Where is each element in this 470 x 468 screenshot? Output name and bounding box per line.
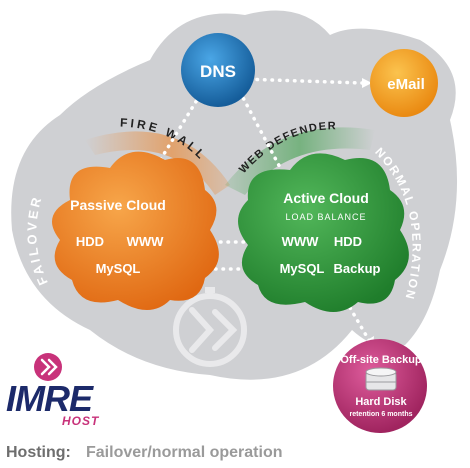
caption-label: Hosting: <box>6 444 71 461</box>
caption: Hosting: Failover/normal operation <box>6 444 282 461</box>
active-cloud-title: Active Cloud <box>283 190 369 206</box>
offsite-retention-label: retention 6 months <box>349 411 412 418</box>
active-cloud: Active Cloud LOAD BALANCE WWW HDD MySQL … <box>238 153 409 312</box>
dns-email-link <box>240 77 364 85</box>
logo-mark-icon <box>34 353 62 381</box>
dns-passive-link <box>143 93 202 187</box>
active-cloud-subtitle: LOAD BALANCE <box>285 212 366 222</box>
active-backup-label: Backup <box>334 261 381 276</box>
imre-logo: IMRE HOST <box>6 353 100 428</box>
offsite-backup-node: Off-site Backup Hard Disk retention 6 mo… <box>333 339 427 433</box>
passive-cloud: Passive Cloud HDD WWW MySQL <box>52 151 219 310</box>
webdefender-band <box>225 127 375 195</box>
caption-text: Failover/normal operation <box>86 444 282 461</box>
logo-sub-text: HOST <box>62 414 100 428</box>
email-node: eMail <box>370 49 438 117</box>
dns-node: DNS <box>181 33 255 107</box>
passive-hdd-label: HDD <box>76 234 104 249</box>
dns-label: DNS <box>200 62 236 81</box>
passive-cloud-title: Passive Cloud <box>70 197 166 213</box>
active-hdd-label: HDD <box>334 234 362 249</box>
hard-disk-icon <box>365 367 397 391</box>
passive-www-label: WWW <box>127 234 165 249</box>
firewall-band <box>85 131 230 195</box>
email-label: eMail <box>387 76 425 93</box>
stopwatch-watermark-icon <box>173 287 247 367</box>
passive-mysql-label: MySQL <box>96 261 141 276</box>
offsite-title: Off-site Backup <box>340 354 422 366</box>
active-www-label: WWW <box>282 234 320 249</box>
active-mysql-label: MySQL <box>280 261 325 276</box>
logo-brand-text: IMRE <box>6 378 94 419</box>
offsite-disk-label: Hard Disk <box>355 396 407 408</box>
